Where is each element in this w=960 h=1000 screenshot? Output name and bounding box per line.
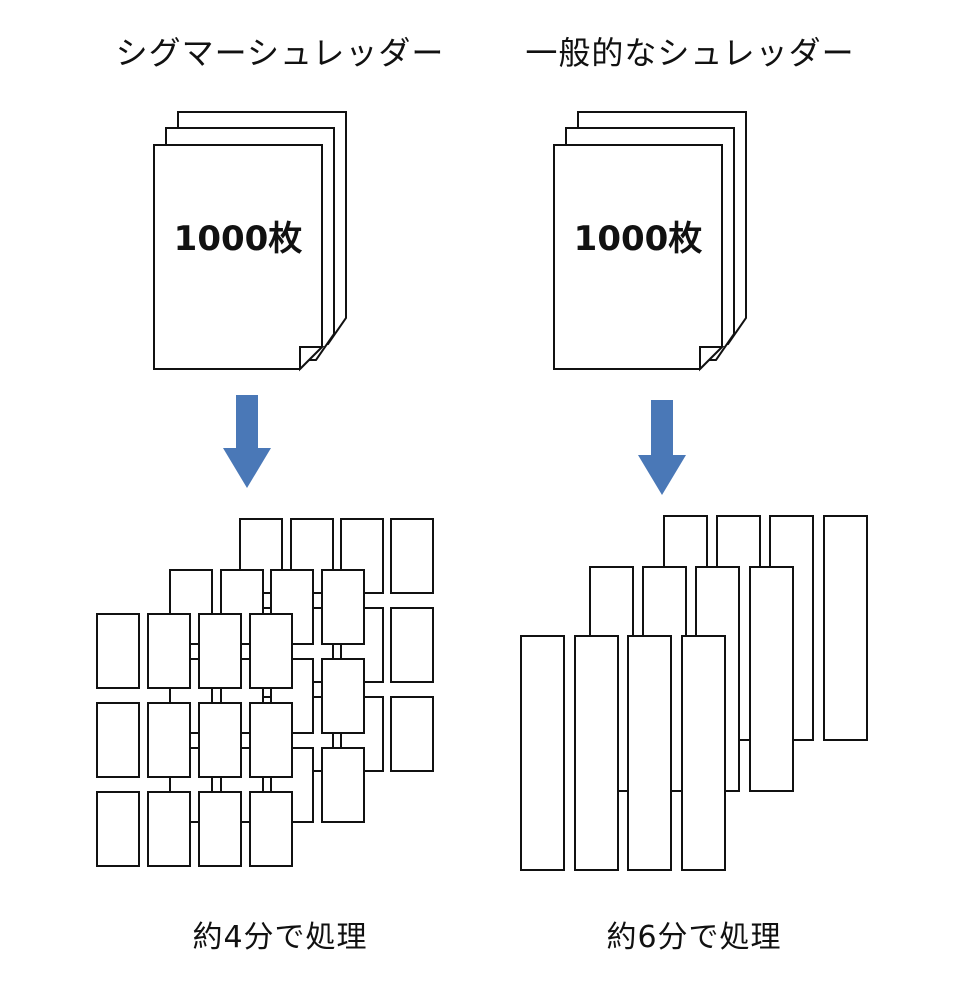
left-caption: 約4分で処理 [192,920,368,955]
left-down-arrow-icon [223,395,271,488]
left-stack-label: 1000枚 [174,219,303,259]
right-down-arrow-icon [638,400,686,495]
left-title: シグマーシュレッダー [115,34,445,72]
right-stack-label: 1000枚 [574,219,703,259]
right-paper-stack-icon: 1000枚 [553,111,747,372]
right-caption: 約6分で処理 [606,920,782,955]
left-shredded-pieces [96,518,434,867]
right-title: 一般的なシュレッダー [525,34,855,72]
left-paper-stack-icon: 1000枚 [153,111,347,372]
right-shredded-strips [520,515,868,871]
